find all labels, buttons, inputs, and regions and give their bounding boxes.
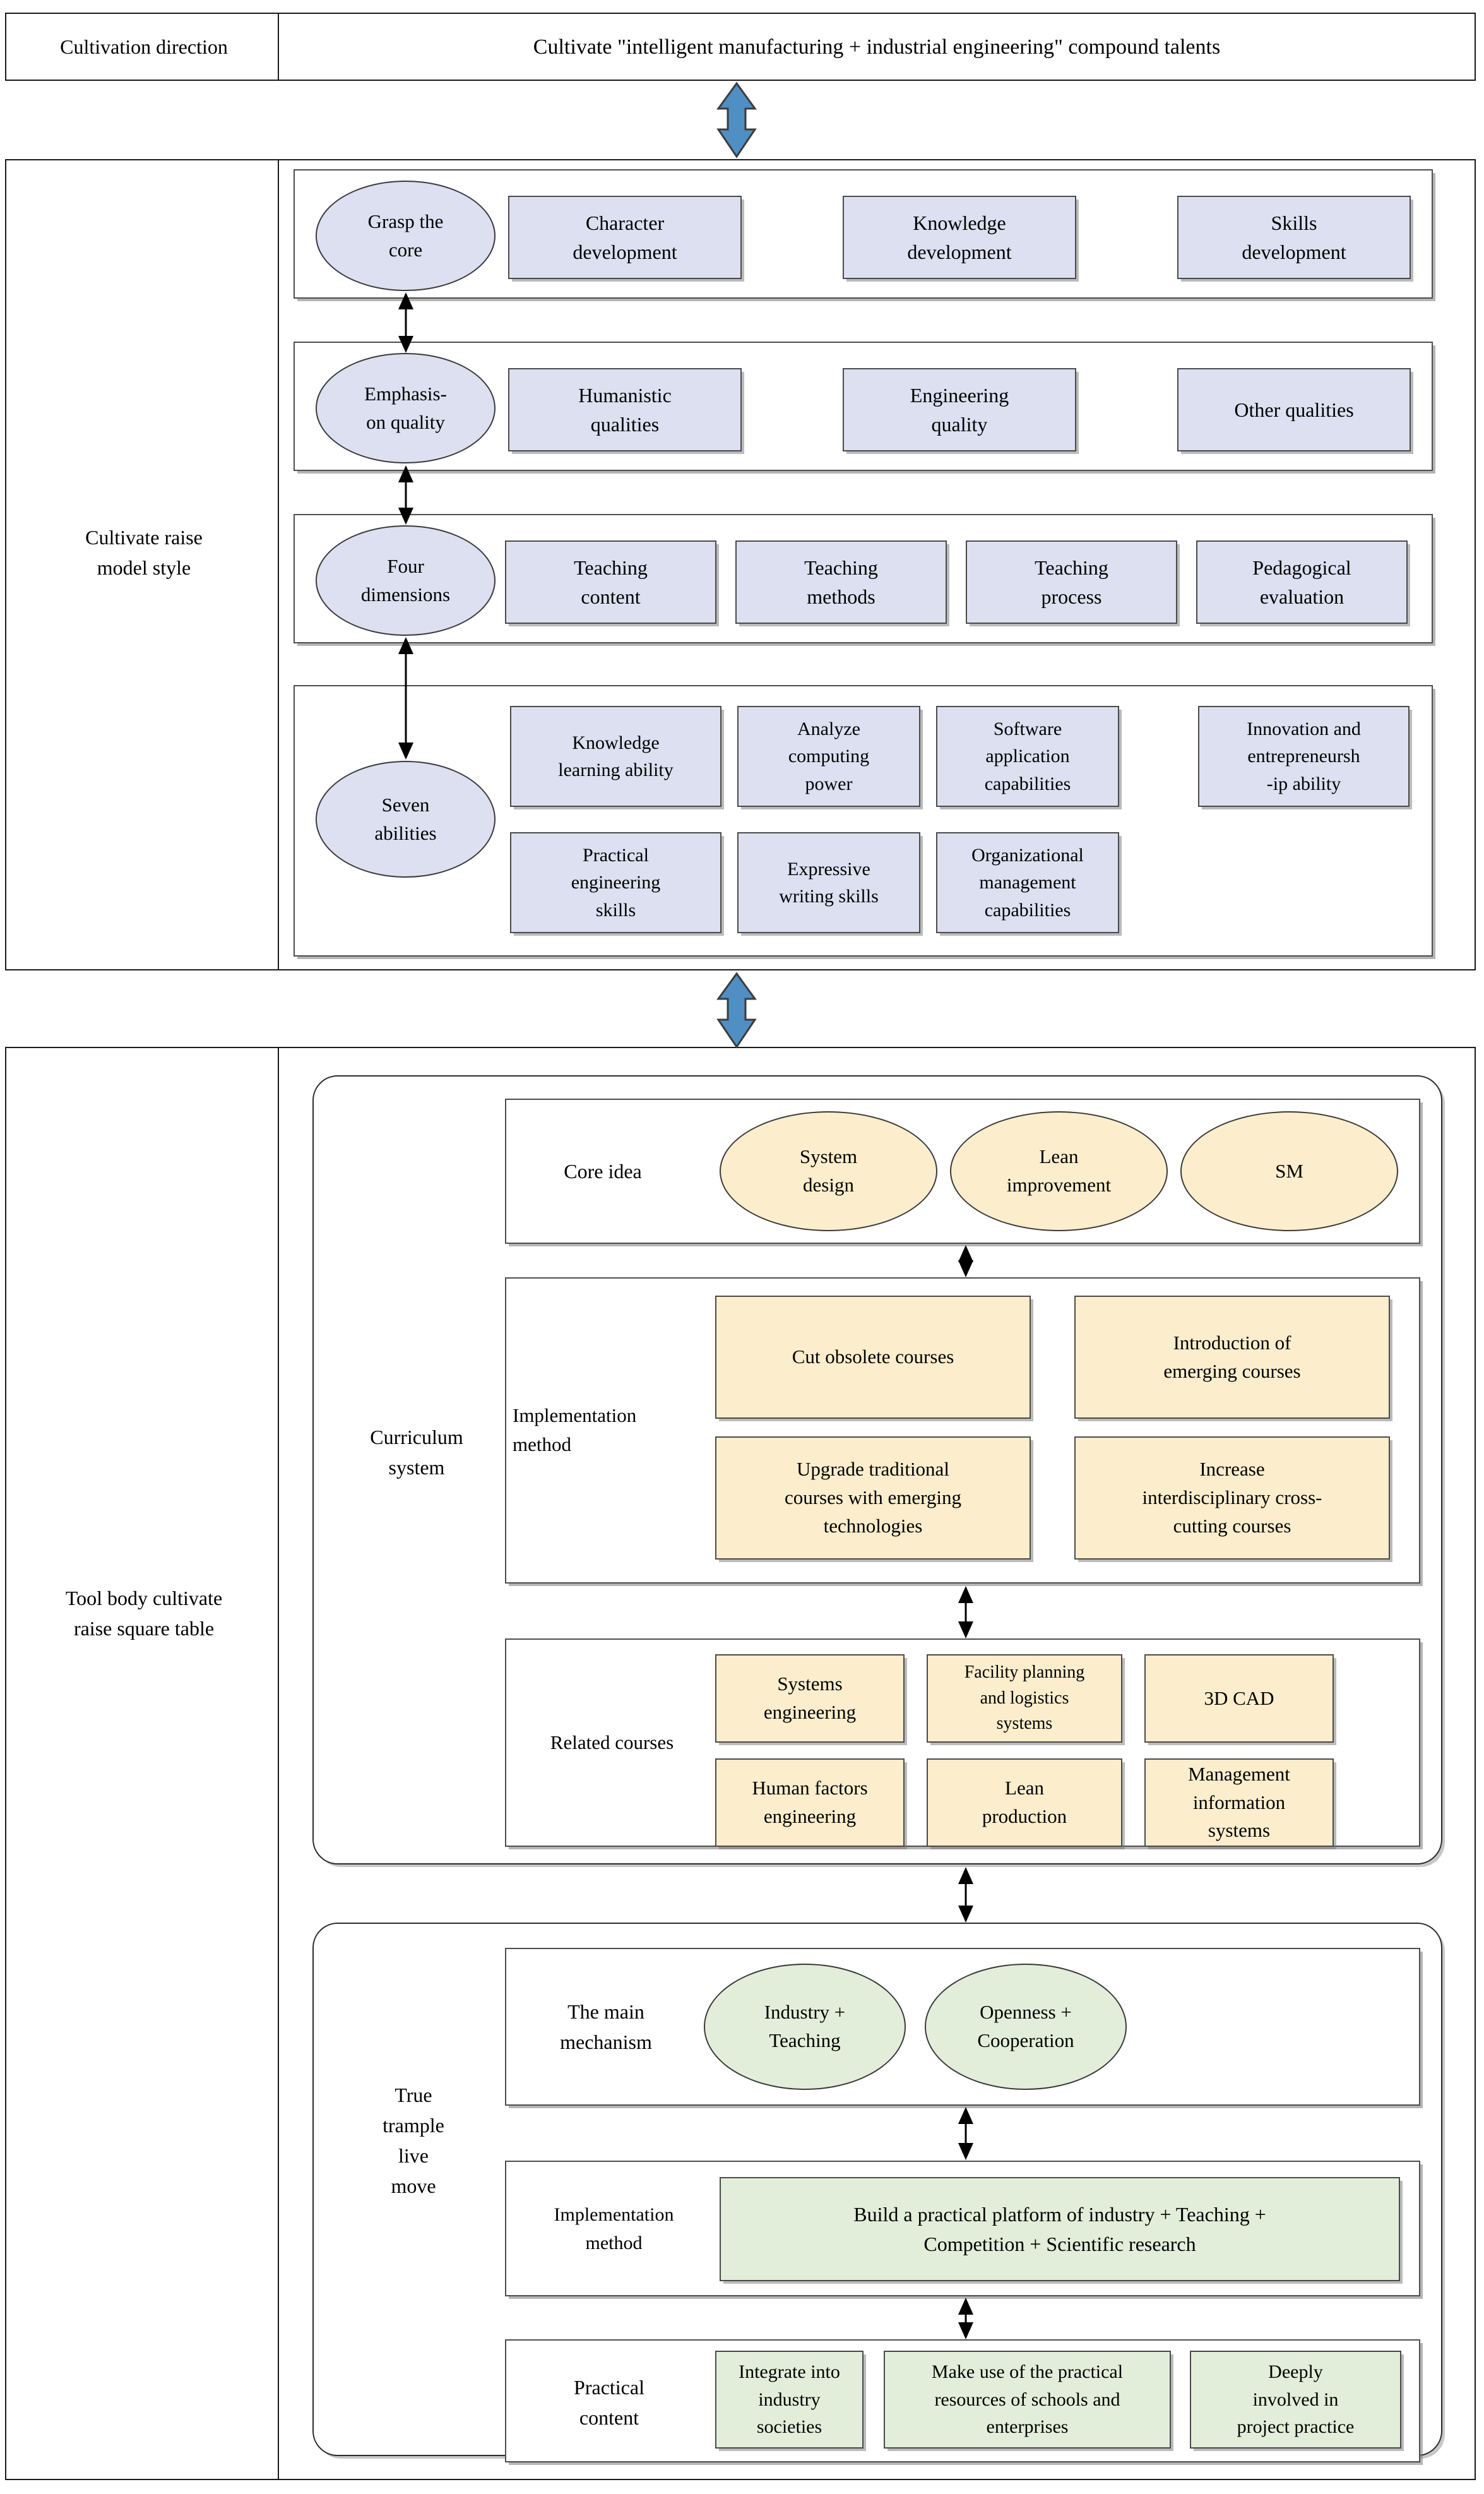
curriculum-impl-box-0[interactable]: Cut obsolete courses [715,1296,1031,1419]
core-idea-ellipse-2[interactable]: SM [1180,1111,1398,1231]
model-row-4-item-4[interactable]: Practical engineering skills [510,832,721,933]
core-idea-ellipse-0[interactable]: System design [720,1111,937,1231]
related-course-box-5[interactable]: Management information systems [1144,1758,1334,1847]
curriculum-impl-box-2[interactable]: Upgrade traditional courses with emergin… [715,1436,1031,1560]
model-row-2-item-2[interactable]: Other qualities [1177,368,1411,451]
header-row-label: Cultivation direction [60,35,228,58]
practical-content-label: Practical content [574,2376,644,2429]
model-row-1-item-2[interactable]: Skills development [1177,196,1411,279]
header-row-value: Cultivate "intelligent manufacturing + i… [533,35,1221,59]
practical-content-box-1[interactable]: Make use of the practical resources of s… [884,2351,1171,2449]
main-mechanism-label: The main mechanism [560,2000,652,2053]
related-course-box-4[interactable]: Lean production [927,1758,1122,1847]
related-course-box-1[interactable]: Facility planning and logistics systems [927,1654,1122,1743]
big-double-arrow-1 [716,81,757,158]
model-row-1-hub: Grasp the core [316,181,496,291]
model-row-3-item-2[interactable]: Teaching process [966,540,1177,624]
model-row-4-item-5[interactable]: Expressive writing skills [737,832,920,933]
curriculum-impl-box-3[interactable]: Increase interdisciplinary cross- cuttin… [1074,1436,1390,1560]
core-idea-label: Core idea [564,1160,642,1183]
model-row-2-hub: Emphasis- on quality [316,353,496,463]
core-idea-ellipse-1[interactable]: Lean improvement [950,1111,1168,1231]
tool-section-divider [278,1047,279,2480]
practical-content-box-0[interactable]: Integrate into industry societies [715,2351,864,2449]
model-row-2-item-0[interactable]: Humanistic qualities [508,368,742,451]
related-course-box-0[interactable]: Systems engineering [715,1654,905,1743]
model-section-side-label: Cultivate raise model style [85,526,203,579]
practical-content-box-2[interactable]: Deeply involved in project practice [1190,2351,1401,2449]
main-mechanism-ellipse-0[interactable]: Industry + Teaching [704,1964,906,2090]
model-row-3-hub: Four dimensions [316,525,496,636]
big-double-arrow-2 [716,972,757,1049]
practice-impl-label: Implementation method [554,2204,674,2253]
model-row-4-item-3[interactable]: Innovation and entrepreneursh -ip abilit… [1198,706,1410,807]
related-course-box-3[interactable]: Human factors engineering [715,1758,905,1847]
related-courses-label: Related courses [550,1731,674,1753]
curriculum-impl-label: Implementation method [513,1404,637,1456]
model-row-1-item-0[interactable]: Character development [508,196,742,279]
model-row-3-item-1[interactable]: Teaching methods [735,540,947,624]
curriculum-impl-box-1[interactable]: Introduction of emerging courses [1074,1296,1390,1419]
model-row-1-item-1[interactable]: Knowledge development [843,196,1076,279]
model-row-2-item-1[interactable]: Engineering quality [843,368,1076,451]
main-mechanism-ellipse-1[interactable]: Openness + Cooperation [925,1964,1127,2090]
model-row-3-item-0[interactable]: Teaching content [505,540,716,624]
header-divider [278,13,279,81]
model-row-4-item-1[interactable]: Analyze computing power [737,706,920,807]
practice-group-label: True trample live move [383,2084,444,2197]
model-row-4-item-6[interactable]: Organizational management capabilities [936,832,1119,933]
tool-section-side-label: Tool body cultivate raise square table [65,1587,223,1640]
model-row-4-hub: Seven abilities [316,761,496,878]
model-row-3-item-3[interactable]: Pedagogical evaluation [1196,540,1408,624]
model-section-divider [278,159,279,970]
header-table [5,13,1476,81]
model-row-4-item-0[interactable]: Knowledge learning ability [510,706,721,807]
model-row-4-item-2[interactable]: Software application capabilities [936,706,1119,807]
curriculum-group-label: Curriculum system [370,1426,463,1479]
related-course-box-2[interactable]: 3D CAD [1144,1654,1334,1743]
practice-impl-wide-box[interactable]: Build a practical platform of industry +… [720,2177,1400,2281]
